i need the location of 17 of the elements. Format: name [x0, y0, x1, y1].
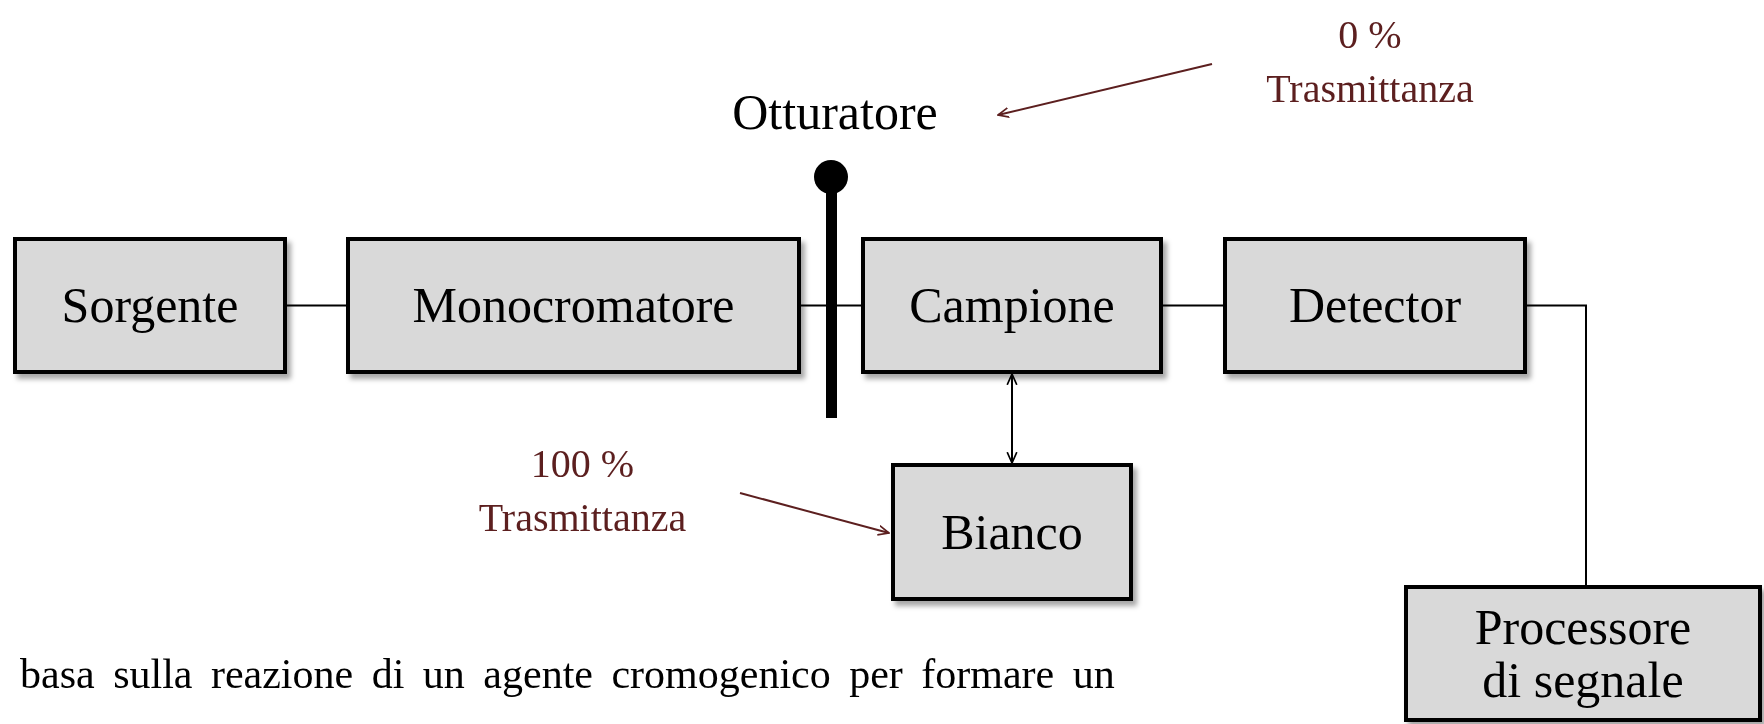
arrow — [997, 63, 1213, 118]
annotation-text: 0 % Trasmittanza — [1245, 8, 1495, 116]
connector-line — [1526, 304, 1587, 586]
paragraph-text: basa sulla reazione di un agente cromogenico per formare un — [20, 650, 1115, 698]
shutter-label: Otturatore — [690, 78, 980, 146]
process-box: Processore di segnale — [1404, 585, 1762, 722]
annotation-text: 100 % Trasmittanza — [430, 446, 735, 536]
process-box: Monocromatore — [346, 237, 801, 374]
connector-line — [800, 304, 862, 307]
arrow — [1006, 373, 1018, 464]
arrow — [739, 492, 890, 536]
process-box: Sorgente — [13, 237, 287, 374]
connector-line — [1162, 304, 1224, 307]
process-box: Bianco — [891, 463, 1133, 601]
process-box: Campione — [861, 237, 1163, 374]
process-box: Detector — [1223, 237, 1527, 374]
connector-line — [286, 304, 347, 307]
